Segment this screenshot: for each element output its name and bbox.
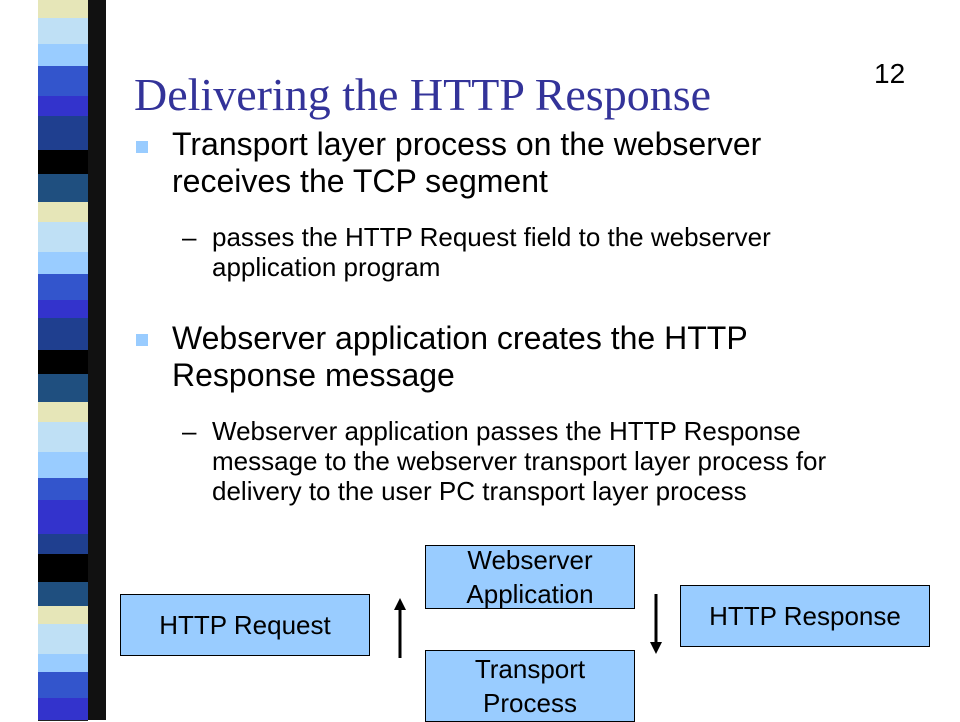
stripe-segment (38, 222, 88, 253)
stripe-segment (38, 66, 88, 97)
bar-shadow (88, 0, 106, 720)
stripe-segment (38, 624, 88, 655)
http-response-box: HTTP Response (680, 585, 930, 647)
sub-bullet-2: Webserver application passes the HTTP Re… (212, 416, 827, 506)
bullet-2: Webserver application creates the HTTP R… (172, 320, 748, 393)
sub-bullet-1: passes the HTTP Request field to the web… (212, 222, 771, 282)
down-arrow-icon (650, 594, 662, 654)
bullet-marker-1 (136, 141, 148, 153)
bullet-1: Transport layer process on the webserver… (172, 126, 762, 199)
stripe-segment (38, 174, 88, 203)
stripe-segment (38, 422, 88, 453)
transport-process-box: Transport Process (425, 650, 635, 722)
stripe-segment (38, 500, 88, 535)
stripe-segment (38, 654, 88, 673)
stripe-segment (38, 300, 88, 319)
sub-dash-1: – (182, 222, 197, 252)
stripe-segment (38, 606, 88, 625)
stripe-segment (38, 202, 88, 223)
stripe-segment (38, 44, 88, 67)
transport-process-label: Transport Process (474, 654, 586, 718)
bullet-marker-2 (136, 334, 148, 346)
stripe-segment (38, 274, 88, 301)
stripe-segment (38, 150, 88, 175)
stripe-segment (38, 18, 88, 45)
http-request-label: HTTP Request (159, 610, 331, 640)
slide-number: 12 (874, 58, 906, 89)
stripe-segment (38, 698, 88, 721)
stripe-segment (38, 116, 88, 151)
stripe-segment (38, 350, 88, 375)
up-arrow-icon (394, 598, 406, 658)
stripe-segment (38, 534, 88, 555)
stripe-segment (38, 402, 88, 423)
stripe-segment (38, 96, 88, 117)
stripe-segment (38, 478, 88, 501)
sub-dash-2: – (182, 416, 197, 446)
stripe-segment (38, 452, 88, 479)
http-request-box: HTTP Request (120, 594, 370, 656)
stripe-segment (38, 0, 88, 19)
stripe-segment (38, 554, 88, 583)
slide-title: Delivering the HTTP Response (134, 69, 712, 120)
decorative-stripe-bar (0, 0, 110, 721)
stripe-segment (38, 374, 88, 403)
webserver-application-label: Webserver Application (466, 545, 594, 609)
stripe-segment (38, 582, 88, 607)
webserver-application-box: Webserver Application (425, 545, 635, 609)
http-response-label: HTTP Response (709, 601, 901, 631)
stripe-segment (38, 252, 88, 275)
stripe-segment (38, 318, 88, 351)
stripe-column (38, 0, 88, 721)
stripe-segment (38, 672, 88, 699)
